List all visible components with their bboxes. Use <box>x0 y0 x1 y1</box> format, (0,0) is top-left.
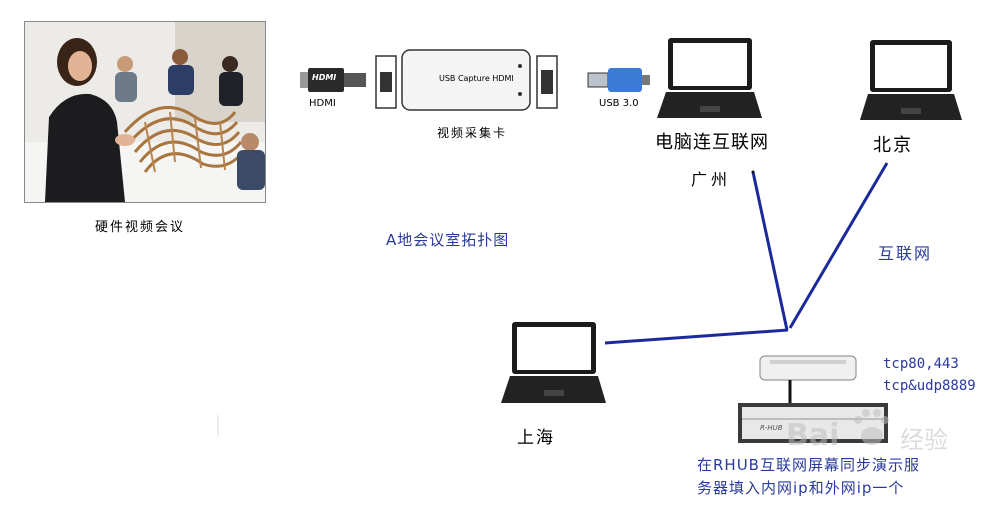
laptop-beijing-icon <box>860 40 962 120</box>
internet-label: 互联网 <box>878 244 933 263</box>
marker-dot <box>751 170 755 174</box>
link-beijing <box>788 162 889 329</box>
photo-caption: 硬件视频会议 <box>95 220 186 235</box>
capture-card-text: USB Capture HDMI <box>439 74 514 83</box>
link-shanghai <box>604 328 789 345</box>
capture-card-icon <box>401 49 531 111</box>
guangzhou-pc-label: 电脑连互联网 <box>655 132 769 153</box>
laptop-shanghai-icon <box>501 322 606 403</box>
network-lines <box>604 162 889 345</box>
hdmi-plug-text: HDMI <box>312 73 337 82</box>
shanghai-label: 上海 <box>517 428 555 448</box>
usb-cable-icon <box>587 68 650 92</box>
usb-label: USB 3.0 <box>599 98 639 109</box>
server-brand: R-HUB <box>760 424 783 432</box>
hdmi-label: HDMI <box>309 98 336 109</box>
guangzhou-city-label: 广州 <box>691 170 732 189</box>
diagram-title: A地会议室拓扑图 <box>386 231 510 249</box>
watermark-suffix: 经验 <box>900 426 948 454</box>
laptop-guangzhou-icon <box>657 38 762 118</box>
watermark-text: Bai <box>786 418 840 453</box>
ports-line2: tcp&udp8889 <box>883 378 976 394</box>
router-icon <box>759 355 857 404</box>
conference-photo <box>24 21 266 203</box>
capture-card-caption: 视频采集卡 <box>437 126 508 140</box>
hdmi-cable-icon <box>300 68 366 92</box>
usb-port-icon <box>536 55 558 109</box>
server-note-line1: 在RHUB互联网屏幕同步演示服 <box>697 456 920 474</box>
server-note-line2: 务器填入内网ip和外网ip一个 <box>697 479 905 497</box>
ports-line1: tcp80,443 <box>883 356 959 372</box>
hdmi-port-icon <box>375 55 397 109</box>
link-guangzhou <box>751 171 789 331</box>
beijing-label: 北京 <box>873 135 913 156</box>
